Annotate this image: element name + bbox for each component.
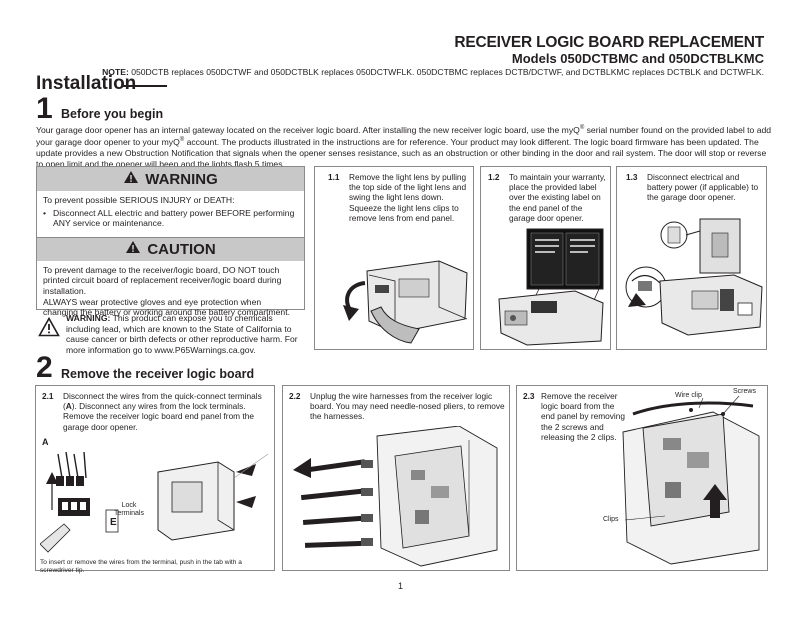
note-line: NOTE: 050DCTB replaces 050DCTWF and 050D… [102,67,764,77]
caution-para2: ALWAYS wear protective gloves and eye pr… [43,296,290,318]
safety-box: WARNING To prevent possible SERIOUS INJU… [36,166,305,317]
step-text-2-1: Disconnect the wires from the quick-conn… [63,391,273,432]
warning-bullet: • Disconnect ALL electric and battery po… [43,208,298,229]
power-disconnect-illustration [625,218,763,336]
document-title: RECEIVER LOGIC BOARD REPLACEMENT [454,34,764,51]
prop65-warning-icon [38,316,60,342]
step-num-1-2: 1.2 [488,172,500,182]
step-num-2-3: 2.3 [523,391,535,401]
terminals-label: Terminals [114,510,144,517]
intro-sup-2: ® [179,137,185,144]
step-num-2-1: 2.1 [42,391,54,401]
opener-lens-illustration [343,260,468,344]
step-card-1-1: 1.1 Remove the light lens by pulling the… [314,166,474,350]
prop65-body: This product can expose you to chemicals… [66,313,298,355]
prop65-text: WARNING: This product can expose you to … [66,313,306,355]
lock-label: Lock [121,502,137,509]
step2-title: Remove the receiver logic board [61,367,255,381]
step-text-1-2: To maintain your warranty, place the pro… [509,172,606,223]
intro-part-2: serial number found on the provided labe… [36,124,772,148]
wire-harness-illustration [293,426,498,567]
section-heading-installation: Installation [36,73,137,94]
warning-label: WARNING [145,170,218,188]
warning-banner: WARNING [37,167,304,191]
step-text-2-1-b: ). Disconnect any wires from the lock te… [63,401,254,432]
page-number: 1 [398,581,404,591]
models-subtitle: Models 050DCTBMC and 050DCTBLKMC [511,51,764,66]
step-text-2-1-bold: A [65,401,72,412]
caution-label: CAUTION [147,240,216,258]
screws-label: Screws [733,388,756,395]
board-removal-illustration [622,395,760,565]
step-card-2-1: 2.1 Disconnect the wires from the quick-… [35,385,275,574]
step-num-1-3: 1.3 [626,172,638,182]
step-card-2-3: 2.3 Remove the receiver logic board from… [516,385,768,571]
terminal-illustration: E [40,448,272,556]
step-num-2-2: 2.2 [289,391,301,401]
caution-body: To prevent damage to the receiver/logic … [37,261,304,318]
wire-clip-label: Wire clip [675,392,702,399]
warning-body: To prevent possible SERIOUS INJURY or DE… [37,191,304,229]
step2-number: 2 [36,351,53,384]
clips-label: Clips [603,516,619,523]
lock-terminals-label: Lock Terminals [114,502,144,518]
intro-part-3: account. The products illustrated in the… [36,137,767,169]
heading-rule [123,85,167,87]
svg-text:E: E [110,517,117,528]
bullet-dot: • [43,207,47,218]
warning-bullet-text: Disconnect ALL electric and battery powe… [53,207,295,229]
caution-triangle-icon [125,240,141,258]
step-text-2-2: Unplug the wire harnesses from the recei… [310,391,505,422]
figure-label-a: A [42,437,49,447]
prop65-label: WARNING: [66,313,111,323]
caution-para1: To prevent damage to the receiver/logic … [43,264,282,296]
step1-number: 1 [36,92,53,125]
terminal-insert-note: To insert or remove the wires from the t… [40,559,242,574]
step-card-1-3: 1.3 Disconnect electrical and battery po… [616,166,767,350]
label-placement-illustration [498,228,604,346]
warning-line1: To prevent possible SERIOUS INJURY or DE… [43,195,235,205]
step1-title: Before you begin [61,107,164,121]
step-text-1-3: Disconnect electrical and battery power … [647,172,759,203]
warning-triangle-icon [123,170,139,188]
step-card-2-2: 2.2 Unplug the wire harnesses from the r… [282,385,510,571]
note-text: 050DCTB replaces 050DCTWF and 050DCTBLK … [128,67,764,77]
intro-sup-1: ® [579,125,585,131]
step-text-1-1: Remove the light lens by pulling the top… [349,172,467,223]
note-label: NOTE: [102,67,129,77]
intro-part-1: Your garage door opener has an internal … [36,124,580,135]
step-card-1-2: 1.2 To maintain your warranty, place the… [480,166,611,350]
step-text-2-3: Remove the receiver logic board from the… [541,391,625,442]
step-num-1-1: 1.1 [328,172,340,182]
caution-banner: CAUTION [37,236,304,261]
step-text-2-1-a: Disconnect the wires from the quick-conn… [63,391,262,412]
intro-paragraph: Your garage door opener has an internal … [36,123,772,169]
